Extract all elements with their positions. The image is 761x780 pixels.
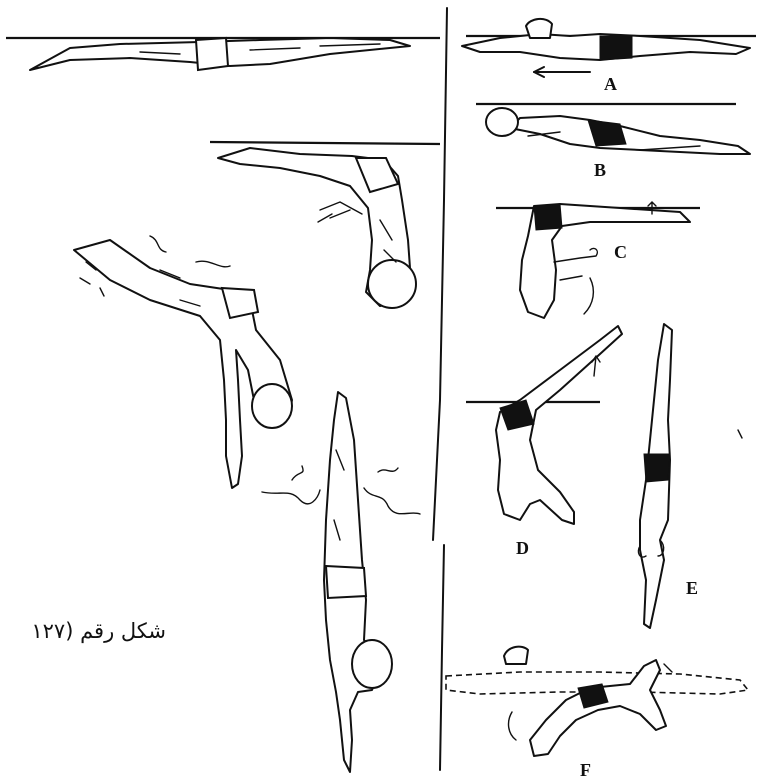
- left-figure-entry-pike: [210, 142, 440, 308]
- divider-line-upper: [433, 8, 447, 540]
- right-figure-e-vertical: E: [638, 324, 742, 628]
- right-figure-f-turn: F: [446, 647, 748, 780]
- divider-line-lower: [440, 545, 444, 770]
- label-a: A: [604, 74, 617, 94]
- right-figure-a-glide: A: [462, 19, 756, 94]
- label-d: D: [516, 538, 529, 558]
- left-figure-vertical-entry: [262, 392, 420, 772]
- label-f: F: [580, 760, 591, 780]
- right-figure-b-roll: B: [476, 104, 750, 180]
- label-e: E: [686, 578, 698, 598]
- left-figure-diving-arms-down: [74, 236, 292, 488]
- right-figure-c-tuck: C: [496, 202, 700, 318]
- label-b: B: [594, 160, 606, 180]
- figure-caption: شكل رقم (١٢٧: [31, 619, 166, 644]
- label-c: C: [614, 242, 627, 262]
- right-figure-d-pike-up: D: [466, 326, 622, 558]
- left-figure-surface-glide: [6, 38, 440, 70]
